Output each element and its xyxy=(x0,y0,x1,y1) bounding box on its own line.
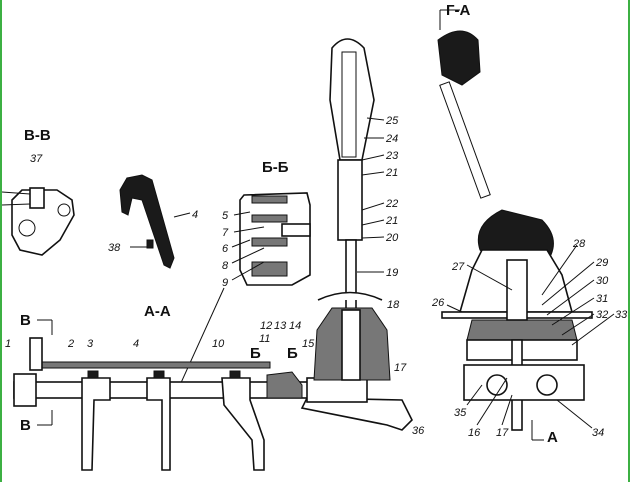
section-label-v-v: В-В xyxy=(24,127,51,144)
view-v-v xyxy=(2,187,75,256)
callout-12: 12 xyxy=(260,320,272,332)
callout-4-detail: 4 xyxy=(192,209,198,221)
callout-6: 6 xyxy=(222,243,229,255)
callout-31: 31 xyxy=(596,293,608,305)
callout-7: 7 xyxy=(222,227,229,239)
callout-37: 37 xyxy=(30,153,43,165)
middle-shift-lever xyxy=(313,38,391,381)
callout-33: 33 xyxy=(615,309,628,321)
section-mark-v-top: В xyxy=(20,312,31,329)
callout-17-right: 17 xyxy=(496,427,509,439)
callout-36: 36 xyxy=(412,425,425,437)
callout-28: 28 xyxy=(572,238,586,250)
callout-26: 26 xyxy=(431,297,445,309)
callout-38: 38 xyxy=(108,242,121,254)
callout-11: 11 xyxy=(259,333,270,345)
callout-9: 9 xyxy=(222,277,228,289)
fork-detail xyxy=(119,174,191,269)
callout-13: 13 xyxy=(274,320,287,332)
callout-30: 30 xyxy=(596,275,609,287)
callout-3: 3 xyxy=(87,338,94,350)
right-shift-lever-view xyxy=(437,30,593,431)
callout-22: 22 xyxy=(385,198,398,210)
callout-14: 14 xyxy=(289,320,301,332)
callout-4-rod: 4 xyxy=(133,338,139,350)
section-mark-v-bottom: В xyxy=(20,417,31,434)
callout-10: 10 xyxy=(212,338,225,350)
callout-5: 5 xyxy=(222,210,229,222)
section-label-g-a: Г-А xyxy=(446,2,470,19)
view-b-b xyxy=(179,192,311,386)
callout-23: 23 xyxy=(385,150,399,162)
callout-20: 20 xyxy=(385,232,399,244)
section-label-b-b: Б-Б xyxy=(262,159,289,176)
callout-29: 29 xyxy=(595,257,608,269)
callout-2: 2 xyxy=(67,338,74,350)
callout-18: 18 xyxy=(387,299,400,311)
section-mark-a-bottom: А xyxy=(547,429,558,446)
callout-35: 35 xyxy=(454,407,467,419)
leader-lines xyxy=(357,117,615,429)
callout-16: 16 xyxy=(468,427,481,439)
section-label-a-a: А-А xyxy=(144,303,171,320)
section-mark-b-right: Б xyxy=(287,345,298,362)
callout-25: 25 xyxy=(385,115,399,127)
callout-8: 8 xyxy=(222,260,229,272)
callout-1: 1 xyxy=(5,338,11,350)
section-mark-b-left: Б xyxy=(250,345,261,362)
callout-15: 15 xyxy=(302,338,315,350)
section-markers xyxy=(37,9,544,441)
callout-17-left: 17 xyxy=(394,362,407,374)
callout-19: 19 xyxy=(386,267,398,279)
callout-27: 27 xyxy=(451,261,465,273)
callout-34: 34 xyxy=(592,427,604,439)
callout-21-lower: 21 xyxy=(385,215,398,227)
callout-24: 24 xyxy=(385,133,398,145)
shift-rod-assembly xyxy=(13,337,413,471)
callout-21-upper: 21 xyxy=(385,167,398,179)
callout-32: 32 xyxy=(596,309,608,321)
